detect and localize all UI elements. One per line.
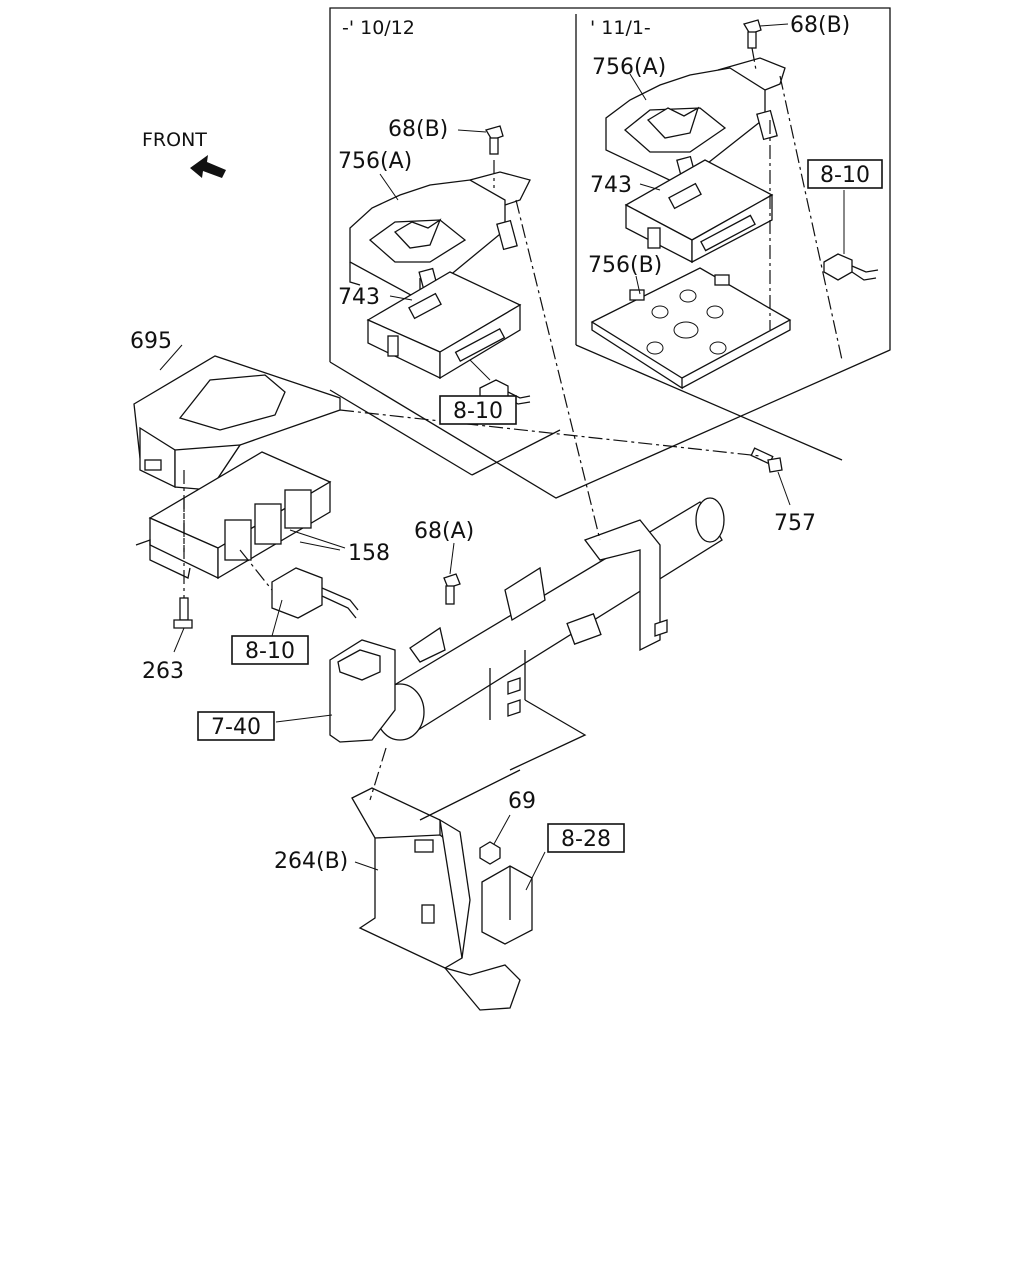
center-lines — [183, 47, 843, 801]
leader-lines — [173, 73, 661, 891]
callout-68b-left: 68(B) — [388, 117, 448, 142]
callout-264b: 264(B) — [274, 849, 348, 874]
bracket-756a-left — [349, 171, 531, 301]
ref-810-right-label: 8-10 — [820, 163, 870, 188]
component-828 — [481, 865, 533, 945]
left-inset-period-label: -' 10/12 — [342, 17, 415, 39]
connector-810-main — [239, 549, 359, 619]
callout-743-right: 743 — [590, 173, 632, 198]
ref-810-main-label: 8-10 — [245, 639, 295, 664]
callout-695: 695 — [130, 329, 172, 354]
callout-68b-right: 68(B) — [790, 13, 850, 38]
bolt-68b-right — [743, 19, 789, 49]
front-arrow-icon — [190, 155, 226, 178]
module-743-right — [624, 159, 774, 264]
ref-740-label: 7-40 — [211, 715, 261, 740]
ecu-158 — [135, 451, 346, 580]
ref-810-main-box[interactable]: 8-10 — [231, 635, 309, 665]
ref-810-right-box[interactable]: 8-10 — [807, 159, 883, 189]
bracket-740 — [329, 639, 396, 743]
callout-158: 158 — [348, 541, 390, 566]
callout-69: 69 — [508, 789, 536, 814]
callout-743-left: 743 — [338, 285, 380, 310]
ref-828-box[interactable]: 8-28 — [547, 823, 625, 853]
callout-263: 263 — [142, 659, 184, 684]
bolt-68b-left — [457, 125, 504, 155]
bolt-68a — [443, 542, 461, 605]
ref-828-label: 8-28 — [561, 827, 611, 852]
ref-740-box[interactable]: 7-40 — [197, 711, 275, 741]
callout-756a-right: 756(A) — [592, 55, 666, 80]
callout-756a-left: 756(A) — [338, 149, 412, 174]
callout-756b-right: 756(B) — [588, 253, 662, 278]
callout-757: 757 — [774, 511, 816, 536]
callout-68a: 68(A) — [414, 519, 474, 544]
right-inset-period-label: ' 11/1- — [590, 17, 651, 39]
bolt-757 — [750, 447, 791, 506]
bracket-695 — [133, 344, 341, 491]
ref-810-left-inset-box[interactable]: 8-10 — [439, 395, 517, 425]
connector-810-right-inset — [823, 190, 879, 281]
front-label: FRONT — [142, 129, 207, 151]
inset-frame — [329, 7, 891, 499]
ref-810-left-inset-label: 8-10 — [453, 399, 503, 424]
plate-756b-right — [590, 267, 792, 390]
nut-69 — [479, 814, 511, 865]
bracket-264b — [351, 769, 521, 1011]
module-743-left — [366, 271, 522, 380]
